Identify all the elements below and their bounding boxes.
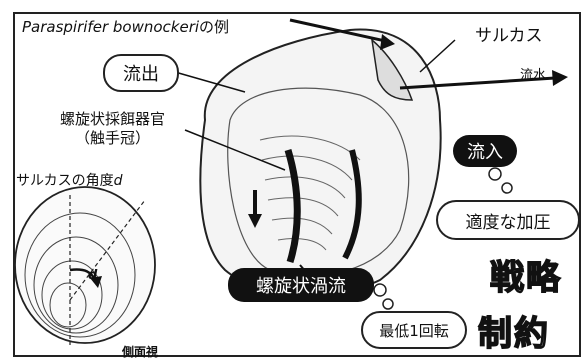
label-inflow: 流入 <box>453 135 517 167</box>
organ-line-2: （触手冠） <box>75 129 151 147</box>
label-min-rotation: 最低1回転 <box>361 311 467 349</box>
outflow-leader <box>174 71 246 93</box>
species-name: Paraspirifer bownockeri <box>22 18 200 36</box>
figure-title: Paraspirifer bownockeriの例 <box>22 16 229 37</box>
sulcus-leader <box>419 39 456 73</box>
inset-shell <box>14 186 156 345</box>
figure-frame <box>13 12 581 357</box>
angle-mark: d <box>88 268 98 283</box>
bubble-dot-3 <box>373 283 387 297</box>
label-moderate-pressure: 適度な加圧 <box>436 200 580 240</box>
label-side-view: 側面視 <box>122 345 159 359</box>
sulcus-fold <box>370 38 414 101</box>
angle-variable: d <box>113 173 123 189</box>
shell-inner-line <box>227 87 410 277</box>
label-spiral-vortex: 螺旋状渦流 <box>228 268 374 302</box>
label-sulcus-angle: サルカスの角度d <box>16 170 122 190</box>
label-strategy: 戦略 <box>489 257 562 299</box>
water-arrow <box>399 76 556 90</box>
label-sulcus: サルカス <box>475 26 543 46</box>
label-outflow: 流出 <box>103 54 179 92</box>
label-feeding-organ: 螺旋状採餌器官 （触手冠） <box>60 110 165 148</box>
bubble-dot-1 <box>488 167 502 181</box>
label-constraint: 制約 <box>477 313 550 355</box>
lophophore-band-right <box>342 149 362 260</box>
shell-body <box>199 28 442 295</box>
organ-line-1: 螺旋状採餌器官 <box>60 110 166 128</box>
lophophore-band-left <box>284 148 301 264</box>
bubble-dot-2 <box>501 182 513 194</box>
title-suffix: の例 <box>199 18 230 36</box>
angle-text: サルカスの角度 <box>16 173 114 189</box>
bubble-dot-4 <box>382 298 394 310</box>
label-water-flow: 流水 <box>520 68 547 83</box>
sulcus-arrow <box>289 18 391 44</box>
organ-leader <box>184 129 286 171</box>
